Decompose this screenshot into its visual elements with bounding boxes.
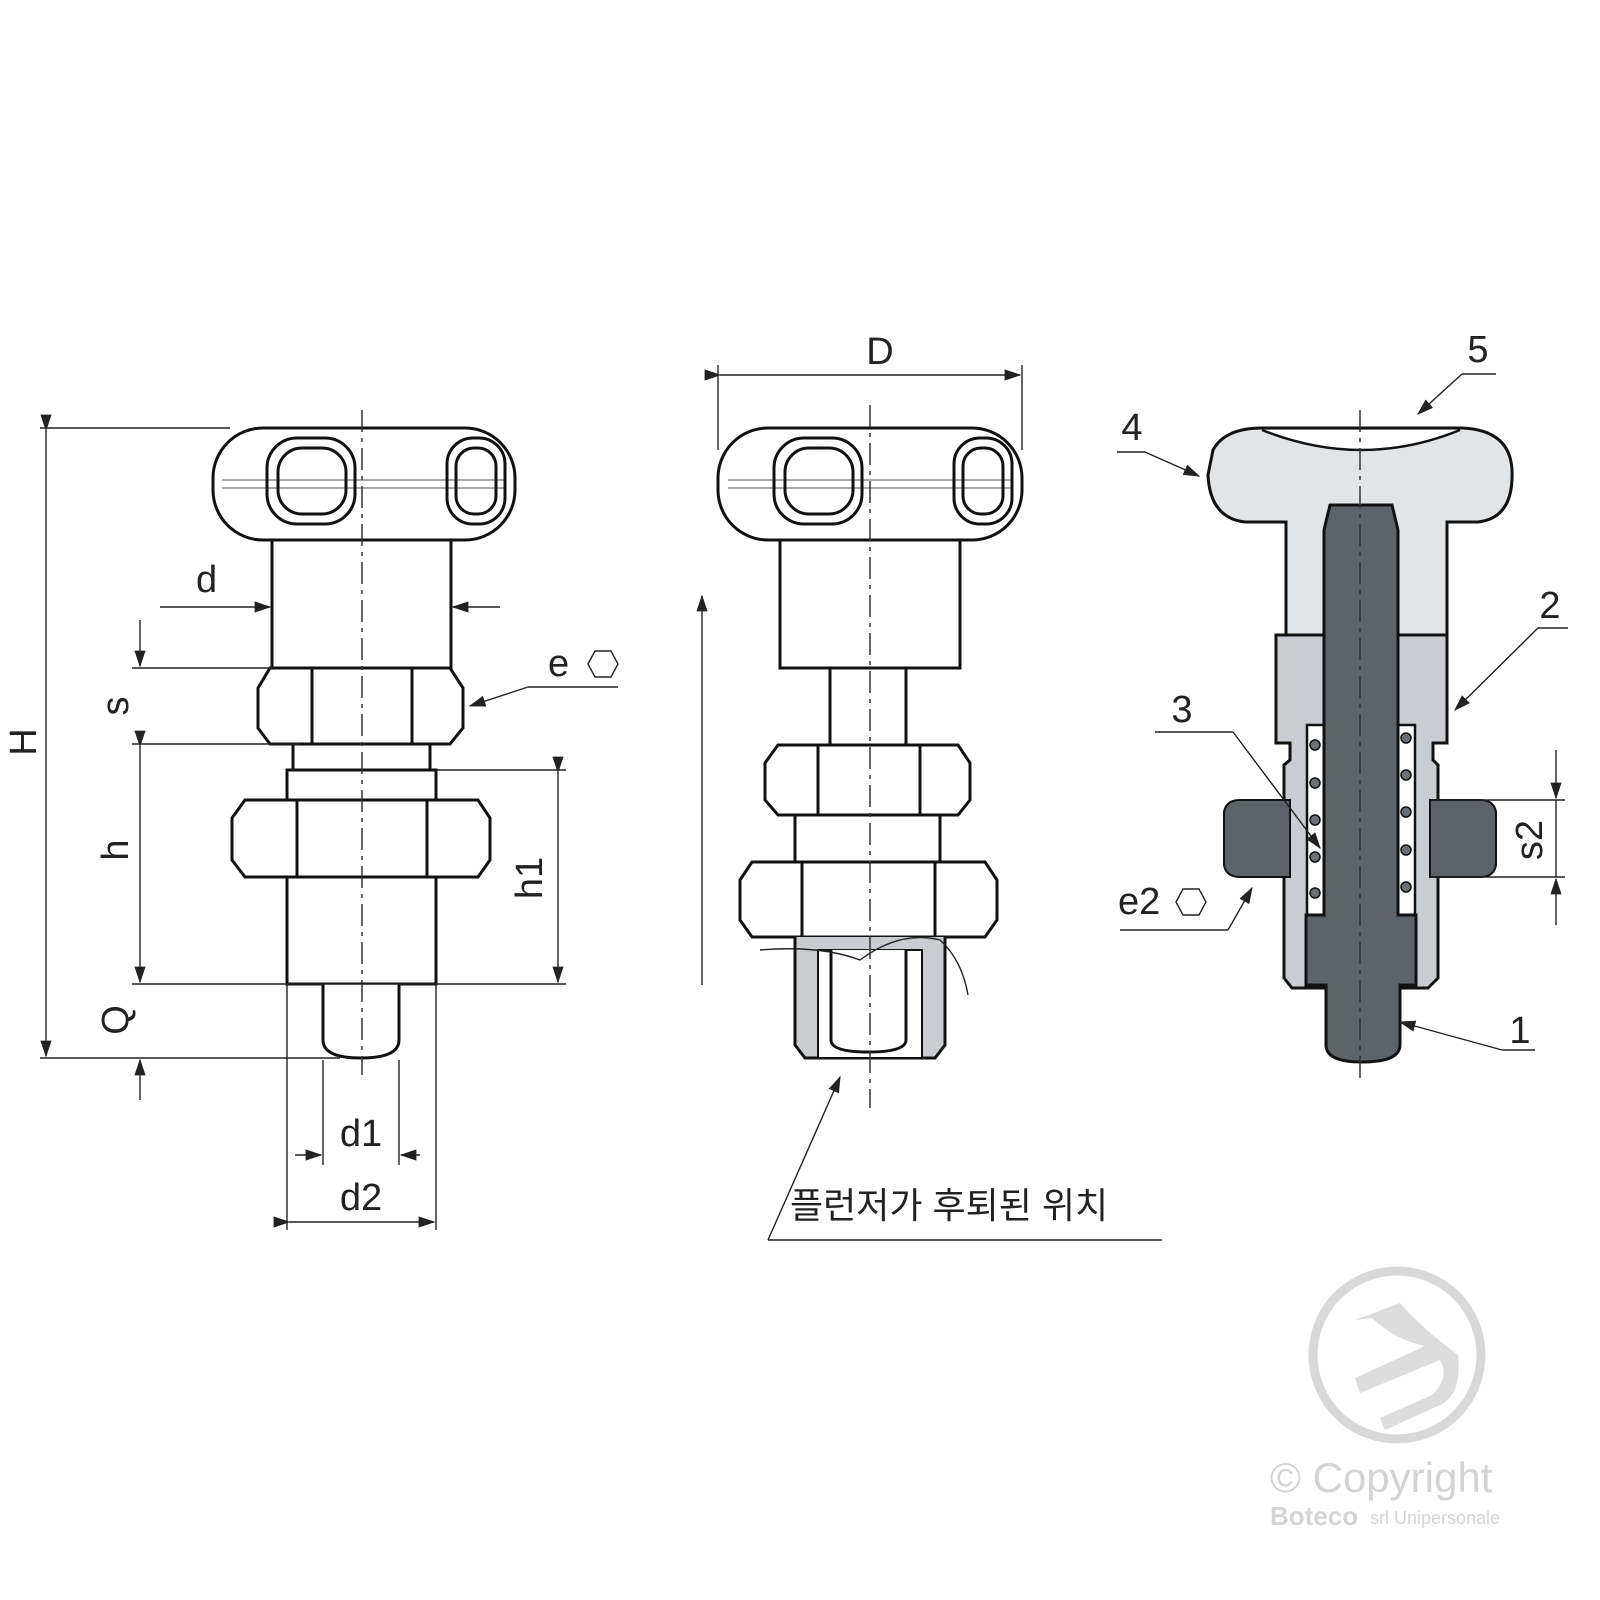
hexagon-icon: [1175, 888, 1207, 916]
part-5-label: 5: [1467, 329, 1488, 371]
dim-h1-label: h1: [509, 857, 551, 899]
dim-s-label: s: [95, 697, 137, 716]
pin-part-1: [1304, 503, 1418, 1064]
dim-s2-label: s2: [1509, 820, 1551, 860]
part-1-label: 1: [1509, 1010, 1530, 1052]
left-view: H d s h h1 Q d1 d2 e: [3, 410, 619, 1230]
plunger-pin: [321, 984, 401, 1060]
dim-H-label: H: [3, 728, 45, 755]
nut-section-right: [1429, 799, 1497, 878]
spring-part-3: [1309, 732, 1412, 899]
dim-d1-label: d1: [340, 1113, 382, 1155]
dim-Q-label: Q: [95, 1005, 137, 1035]
dim-D-label: D: [866, 331, 893, 373]
watermark-copyright: © Copyright: [1270, 1454, 1493, 1501]
middle-view: D 플런저가 후퇴된 위치: [696, 331, 1162, 1241]
nut-section-left: [1223, 799, 1291, 878]
dim-e-label: e: [548, 643, 569, 685]
hex-nut-s: [256, 666, 465, 746]
part-2-label: 2: [1539, 585, 1560, 627]
watermark-company: Boteco: [1270, 1501, 1358, 1531]
retracted-position-caption: 플런저가 후퇴된 위치: [790, 1185, 1108, 1226]
part-4-label: 4: [1121, 407, 1142, 449]
part-3-label: 3: [1171, 689, 1192, 731]
watermark-company-suffix: srl Unipersonale: [1370, 1508, 1500, 1528]
dim-d2-label: d2: [340, 1177, 382, 1219]
dim-h-label: h: [95, 839, 137, 860]
dim-e2-label: e2: [1118, 881, 1160, 923]
lock-nut: [230, 798, 492, 879]
knob-hole: [454, 446, 498, 516]
knob-hole: [276, 446, 348, 516]
section-view: 5 4 2 3 1 s2 e2: [1117, 329, 1568, 1078]
copyright-watermark: © Copyright Boteco srl Unipersonale: [1270, 1266, 1500, 1531]
watermark-logo: [1308, 1266, 1486, 1444]
dim-d-label: d: [196, 559, 217, 601]
hexagon-icon: [587, 650, 619, 678]
